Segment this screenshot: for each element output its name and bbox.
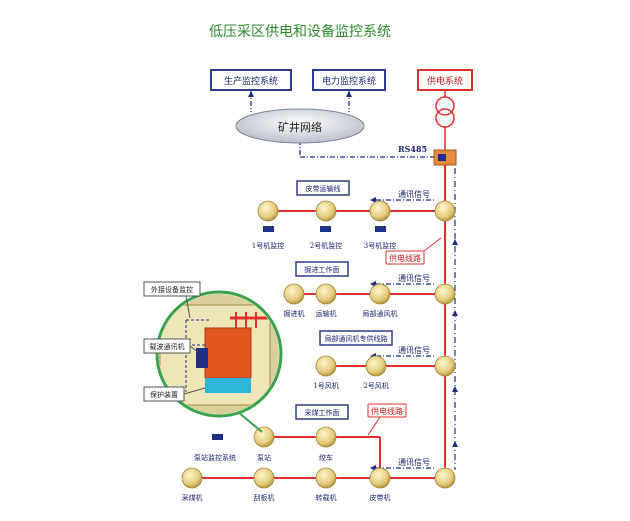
section-belt: 皮带运输线 [306, 184, 341, 193]
device-driving-1: 掘进机 [284, 309, 305, 318]
comm-signal-4: 通讯信号 [398, 457, 430, 467]
comm-signal-1: 通讯信号 [398, 189, 430, 199]
device-mining-4: 皮带机 [370, 493, 391, 502]
power-monitor-box [312, 69, 386, 91]
pump-monitor-system: 泵站监控系统 [194, 453, 236, 462]
device-mining-3: 转载机 [316, 493, 337, 502]
rs485-label: RS485 [398, 144, 427, 154]
belt-monitor-3: 3号机监控 [364, 241, 396, 250]
callout-external-monitor: 外接设备监控 [151, 285, 193, 294]
section-driving: 掘进工作面 [305, 265, 340, 274]
mine-network-label: 矿井网络 [278, 120, 322, 134]
power-line-callout-2: 供电线路 [371, 406, 403, 416]
belt-monitor-1: 1号机监控 [252, 241, 284, 250]
power-monitor-label: 电力监控系统 [322, 75, 376, 87]
mine-network-cloud [235, 108, 365, 144]
device-driving-2: 运输机 [316, 309, 337, 318]
production-monitor-box [210, 69, 292, 91]
device-fan-1: 1号风机 [313, 381, 338, 390]
device-driving-3: 局部通风机 [363, 309, 398, 318]
callout-protection: 保护装置 [150, 390, 178, 399]
section-fan: 局部通风机专供线路 [325, 334, 388, 343]
belt-monitor-2: 2号机监控 [310, 241, 342, 250]
production-monitor-label: 生产监控系统 [224, 75, 278, 87]
diagram-title: 低压采区供电和设备监控系统 [209, 23, 391, 40]
device-mining-2: 刮板机 [254, 493, 275, 502]
comm-signal-2: 通讯信号 [398, 273, 430, 283]
node-group-belt [257, 200, 456, 222]
device-pump: 泵站 [257, 453, 271, 462]
device-fan-2: 2号风机 [363, 381, 388, 390]
device-mining-1: 采煤机 [182, 493, 203, 502]
power-supply-label: 供电系统 [427, 75, 463, 87]
callout-carrier-comm: 载波通讯机 [150, 342, 185, 351]
power-supply-box [417, 69, 473, 91]
device-winch: 绞车 [319, 453, 333, 462]
comm-signal-3: 通讯信号 [398, 345, 430, 355]
power-line-callout-1: 供电线路 [389, 253, 421, 263]
section-mining: 采煤工作面 [305, 408, 340, 417]
